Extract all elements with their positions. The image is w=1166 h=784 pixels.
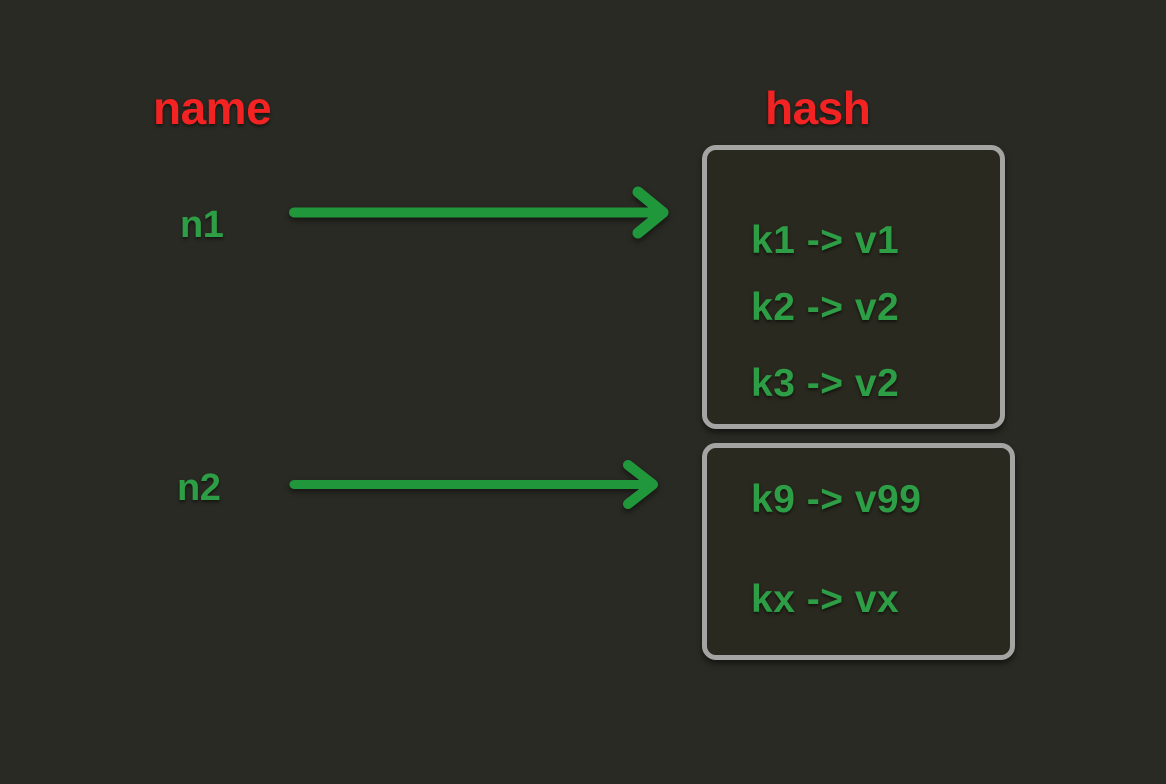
hash-entry: k1 -> v1: [751, 219, 900, 262]
arrow-right-icon-n2: [289, 460, 658, 509]
hash-entry: kx -> vx: [751, 578, 900, 621]
column-heading-hash: hash: [765, 82, 871, 134]
arrow-right-icon-n1: [289, 186, 669, 239]
hash-entry: k2 -> v2: [751, 286, 900, 329]
hash-box-n2: k9 -> v99 kx -> vx: [702, 443, 1015, 660]
hash-entry: k3 -> v2: [751, 362, 900, 405]
hash-box-n1: k1 -> v1 k2 -> v2 k3 -> v2: [702, 145, 1005, 429]
arrow-head: [623, 460, 658, 509]
column-heading-name: name: [153, 82, 272, 134]
hash-entry: k9 -> v99: [751, 478, 922, 521]
arrow-head: [632, 186, 669, 239]
node-label-n1: n1: [180, 204, 224, 246]
node-label-n2: n2: [177, 467, 221, 509]
